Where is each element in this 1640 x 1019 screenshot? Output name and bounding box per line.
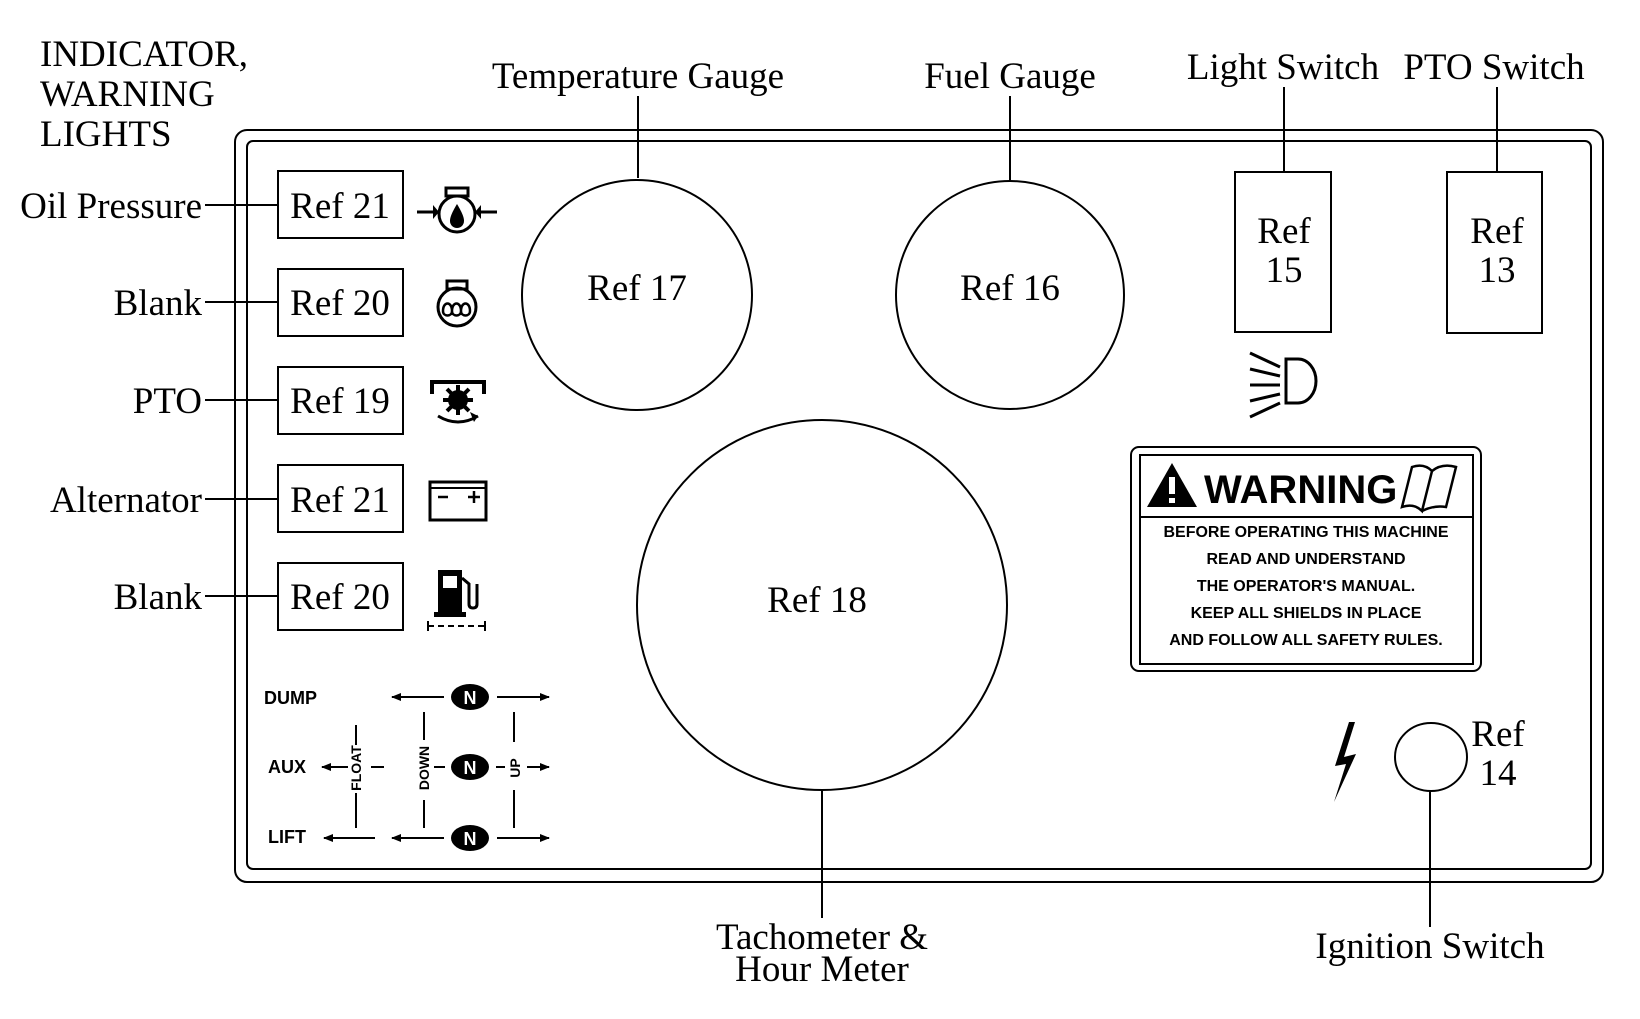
temperature-gauge: Temperature Gauge Ref 17 (492, 56, 784, 411)
ignition-switch-ref-line-1: Ref (1471, 714, 1525, 755)
warning-decal: WARNING BEFORE OPERATING THIS MACHINE RE… (1130, 446, 1482, 672)
ignition-switch-callout: Ignition Switch (1315, 926, 1545, 967)
indicator-row-blank-2: Blank Ref 20 (114, 562, 486, 631)
ignition-switch: Ref 14 Ignition Switch (1315, 714, 1545, 967)
fuel-gauge-callout: Fuel Gauge (924, 56, 1096, 97)
neutral-marker: N (451, 684, 489, 710)
tachometer: Ref 18 Tachometer & Hour Meter (636, 419, 1008, 990)
fuel-gauge-ref: Ref 16 (960, 268, 1060, 309)
indicator-warning-lights-heading: INDICATOR, WARNING LIGHTS (40, 34, 248, 155)
tachometer-callout-line-2: Hour Meter (735, 949, 909, 990)
indicator-lamp-box (277, 268, 404, 337)
ignition-switch-ref-line-2: 14 (1480, 753, 1517, 794)
warning-line-2: READ AND UNDERSTAND (1206, 551, 1405, 568)
indicator-label: Alternator (50, 480, 202, 521)
heading-line-3: LIGHTS (40, 114, 172, 155)
pto-switch-callout: PTO Switch (1403, 47, 1585, 88)
control-label-lift: LIFT (268, 827, 306, 847)
indicator-lamp-box (277, 464, 404, 533)
indicator-lamp-box (277, 170, 404, 239)
manual-book-icon (1400, 464, 1458, 514)
pto-switch-box (1446, 171, 1543, 334)
pto-switch-ref-line-1: Ref (1470, 211, 1524, 252)
control-label-dump: DUMP (264, 688, 317, 708)
fuel-pump-icon (427, 570, 486, 631)
indicator-ref: Ref 21 (290, 480, 390, 521)
ignition-switch-circle (1394, 722, 1468, 792)
neutral-marker: N (451, 825, 489, 851)
oil-pressure-icon (417, 186, 497, 234)
tachometer-callout-line-1: Tachometer & (716, 917, 928, 958)
light-switch-ref-line-2: 15 (1266, 250, 1303, 291)
indicator-row-oil-pressure: Oil Pressure Ref 21 (20, 170, 497, 239)
warning-line-1: BEFORE OPERATING THIS MACHINE (1163, 524, 1448, 541)
panel-outer-border (234, 129, 1604, 883)
panel-inner-border (246, 140, 1592, 870)
light-switch-ref-line-1: Ref (1257, 211, 1311, 252)
indicator-ref: Ref 21 (290, 186, 390, 227)
temperature-gauge-ref: Ref 17 (587, 268, 687, 309)
indicator-lamp-box (277, 562, 404, 631)
battery-icon (428, 480, 488, 522)
indicator-label: Blank (114, 283, 203, 324)
indicator-ref: Ref 20 (290, 577, 390, 618)
control-label-float: FLOAT (348, 745, 364, 791)
indicator-row-alternator: Alternator Ref 21 (50, 464, 488, 533)
pto-switch-ref-line-2: 13 (1479, 250, 1516, 291)
headlight-icon (1249, 351, 1318, 419)
temperature-gauge-callout: Temperature Gauge (492, 56, 784, 97)
control-label-aux: AUX (268, 757, 306, 777)
indicator-label: Oil Pressure (20, 186, 202, 227)
control-label-down: DOWN (416, 746, 432, 790)
warning-triangle-icon (1147, 463, 1197, 507)
warning-line-4: KEEP ALL SHIELDS IN PLACE (1191, 605, 1422, 622)
indicator-ref: Ref 19 (290, 381, 390, 422)
indicator-label: PTO (133, 381, 202, 422)
pto-icon (430, 380, 486, 424)
indicator-row-pto: PTO Ref 19 (133, 366, 486, 435)
pto-switch: PTO Switch Ref 13 (1403, 47, 1585, 334)
indicator-ref: Ref 20 (290, 283, 390, 324)
temperature-gauge-circle (521, 179, 753, 411)
indicator-label: Blank (114, 577, 203, 618)
fuel-gauge: Fuel Gauge Ref 16 (895, 56, 1125, 410)
indicator-row-blank-1: Blank Ref 20 (114, 268, 478, 337)
neutral-marker: N (451, 754, 489, 780)
lightning-icon (1334, 722, 1356, 802)
loader-control-pattern: DUMP AUX LIFT N N N (264, 684, 550, 851)
heading-line-1: INDICATOR, (40, 34, 248, 75)
neutral-label: N (464, 688, 477, 708)
neutral-label: N (464, 829, 477, 849)
fuel-gauge-circle (895, 180, 1125, 410)
warning-line-3: THE OPERATOR'S MANUAL. (1197, 578, 1415, 595)
light-switch-box (1234, 171, 1332, 333)
light-switch: Light Switch Ref 15 (1187, 47, 1380, 419)
heading-line-2: WARNING (40, 74, 215, 115)
indicator-lamp-box (277, 366, 404, 435)
warning-line-5: AND FOLLOW ALL SAFETY RULES. (1169, 632, 1442, 649)
neutral-label: N (464, 758, 477, 778)
warning-title: WARNING (1204, 468, 1397, 512)
tachometer-ref: Ref 18 (767, 580, 867, 621)
glow-plug-icon (436, 279, 478, 328)
light-switch-callout: Light Switch (1187, 47, 1380, 88)
control-label-up: UP (507, 758, 523, 777)
